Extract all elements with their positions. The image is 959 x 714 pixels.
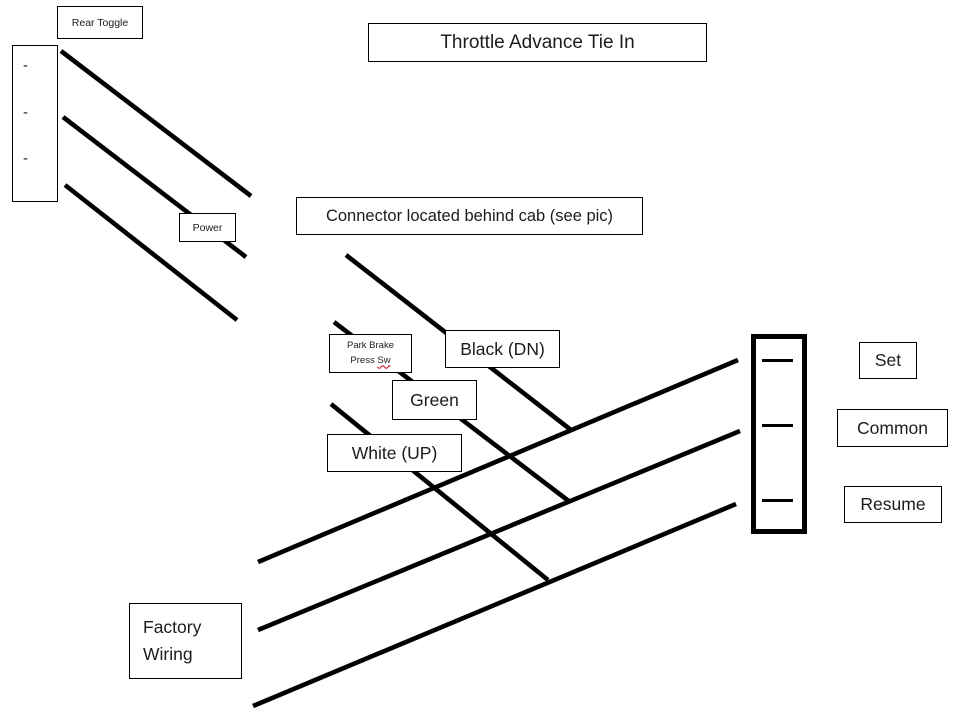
resume-label-box: Resume xyxy=(844,486,942,523)
right-terminal xyxy=(751,334,807,534)
power-label: Power xyxy=(192,221,223,234)
power-box: Power xyxy=(179,213,236,242)
common-label-box: Common xyxy=(837,409,948,447)
green-label: Green xyxy=(410,389,459,410)
factory-wiring-label-box: Factory Wiring xyxy=(129,603,242,679)
page-title: Throttle Advance Tie In xyxy=(440,31,635,53)
sw-misspelled-text: Sw xyxy=(377,354,391,366)
resume-label: Resume xyxy=(860,494,926,514)
connector-note-label: Connector located behind cab (see pic) xyxy=(325,206,614,225)
factory-wiring-line1: Factory xyxy=(143,616,202,637)
common-label: Common xyxy=(857,417,928,438)
rear-toggle-label: Rear Toggle xyxy=(71,16,129,29)
terminal-dash: - xyxy=(23,104,28,121)
set-label: Set xyxy=(874,350,902,370)
black-dn-label: Black (DN) xyxy=(460,338,545,359)
press-text: Press xyxy=(350,354,378,366)
factory-wire-set xyxy=(257,357,739,565)
terminal-pin xyxy=(762,499,793,502)
terminal-pin xyxy=(762,424,793,427)
white-up-label: White (UP) xyxy=(351,442,438,463)
terminal-dash: - xyxy=(23,57,28,74)
connector-note-box: Connector located behind cab (see pic) xyxy=(296,197,643,235)
white-up-label-box: White (UP) xyxy=(327,434,462,472)
left-terminal: - - - xyxy=(12,45,58,202)
white-up-wire xyxy=(329,402,550,582)
title-box: Throttle Advance Tie In xyxy=(368,23,707,62)
terminal-dash: - xyxy=(23,150,28,167)
factory-wire-common xyxy=(257,428,741,633)
green-label-box: Green xyxy=(392,380,477,420)
black-dn-label-box: Black (DN) xyxy=(445,330,560,368)
terminal-pin xyxy=(762,359,793,362)
park-brake-line1: Park Brake xyxy=(347,339,394,351)
rear-toggle-wire-1 xyxy=(59,49,253,198)
park-brake-switch-box: Park Brake Press Sw xyxy=(329,334,412,373)
rear-toggle-box: Rear Toggle xyxy=(57,6,143,39)
rear-toggle-wire-3 xyxy=(63,183,239,322)
factory-wire-resume xyxy=(252,501,737,709)
set-label-box: Set xyxy=(859,342,917,379)
factory-wiring-line2: Wiring xyxy=(143,644,193,664)
park-brake-line2: Press Sw xyxy=(350,354,390,369)
